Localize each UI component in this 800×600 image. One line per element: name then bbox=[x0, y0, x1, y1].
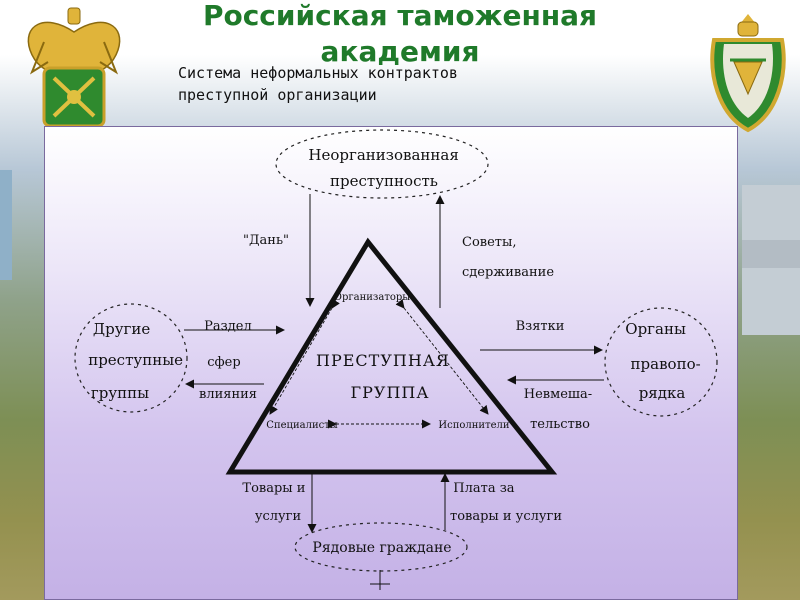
label-division-line: влияния bbox=[199, 387, 257, 402]
svg-text:Раздел сфер влияния: Раздел сфер влияния bbox=[199, 319, 257, 402]
label-noninterference-line: тельство bbox=[530, 417, 590, 432]
bottom-node-label: Рядовые граждане bbox=[312, 540, 451, 556]
svg-text:Плата за товары и услуги: Плата за товары и услуги bbox=[450, 481, 562, 524]
top-node-line: Неорганизованная bbox=[308, 146, 458, 164]
node-other-groups bbox=[74, 303, 188, 413]
label-goods-line: услуги bbox=[255, 509, 301, 524]
left-node-line: преступные bbox=[88, 351, 183, 369]
svg-text:Советы, сдерживание: Советы, сдерживание bbox=[462, 235, 554, 280]
svg-text:Невмеша- тельство: Невмеша- тельство bbox=[524, 387, 597, 432]
background-building-right-2 bbox=[742, 240, 800, 268]
right-node-line: правопо- bbox=[631, 355, 701, 373]
slide-title: Российская таможенная академия bbox=[202, 0, 598, 68]
center-line: ГРУППА bbox=[351, 383, 430, 402]
vertex-executors: Исполнители bbox=[438, 420, 509, 431]
customs-emblem-left bbox=[27, 7, 121, 128]
label-bribes: Взятки bbox=[516, 319, 565, 334]
svg-text:Другие преступные груп: Другие преступные группы bbox=[88, 320, 188, 402]
diagram-panel bbox=[44, 126, 738, 600]
subtitle-line: Система неформальных контрактов bbox=[178, 64, 458, 82]
background-building-left bbox=[0, 170, 12, 280]
vertex-organizers: Организаторы bbox=[334, 292, 411, 303]
slide-subtitle: Система неформальных контрактов преступн… bbox=[178, 62, 458, 106]
svg-text:Товары и услуги: Товары и услуги bbox=[242, 481, 309, 524]
right-node-line: Органы bbox=[625, 320, 686, 338]
right-node-line: рядка bbox=[639, 384, 686, 402]
center-line: ПРЕСТУПНАЯ bbox=[316, 351, 450, 370]
label-advice-line: Советы, bbox=[462, 235, 516, 250]
node-citizens bbox=[294, 522, 468, 572]
label-division-line: Раздел bbox=[204, 319, 252, 334]
svg-text:Органы правопо- рядка: Органы правопо- рядка bbox=[625, 320, 705, 402]
node-law-enforcement bbox=[604, 307, 718, 417]
label-division-line: сфер bbox=[207, 355, 240, 370]
subtitle-line: преступной организации bbox=[178, 86, 377, 104]
label-noninterference-line: Невмеша- bbox=[524, 387, 592, 402]
label-payment-line: товары и услуги bbox=[450, 509, 562, 524]
arrow-organizers-executors bbox=[395, 298, 489, 415]
top-node-line: преступность bbox=[330, 172, 438, 190]
customs-emblem-right bbox=[710, 14, 786, 133]
arrow-organizers-specialists bbox=[269, 298, 340, 415]
left-node-line: Другие bbox=[93, 320, 150, 338]
left-node-line: группы bbox=[91, 384, 149, 402]
label-goods-line: Товары и bbox=[242, 481, 305, 496]
svg-text:Неорганизованная преступно: Неорганизованная преступность bbox=[308, 146, 463, 190]
vertex-specialists: Специалисты bbox=[266, 420, 337, 431]
svg-text:ПРЕСТУПНАЯ ГРУППА: ПРЕСТУПНАЯ ГРУППА bbox=[316, 351, 456, 402]
node-unorganized-crime bbox=[275, 129, 489, 199]
label-payment-line: Плата за bbox=[453, 481, 515, 496]
label-tribute: "Дань" bbox=[243, 233, 289, 248]
label-advice-line: сдерживание bbox=[462, 265, 554, 280]
